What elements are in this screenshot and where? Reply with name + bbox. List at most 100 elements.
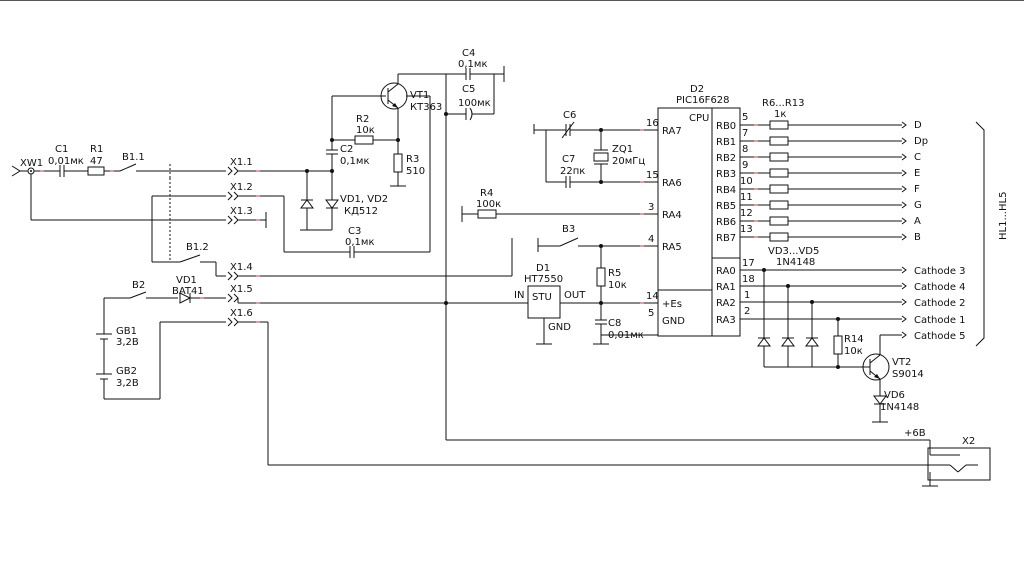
d2-pin-rb7: RB7	[716, 233, 736, 244]
d2-ref: D2	[690, 84, 704, 95]
resistor-r1: R1 47	[87, 144, 120, 176]
c3-value: 0,1мк	[345, 237, 375, 248]
x1-5-label: X1.5	[230, 284, 253, 295]
c3-ref: C3	[348, 226, 361, 237]
crystal-zq1: ZQ1 20мГц	[593, 128, 645, 184]
zq1-value: 20мГц	[612, 156, 645, 167]
r2-ref: R2	[356, 114, 369, 125]
vd6-ref: VD6	[884, 390, 905, 401]
d2-pin-ra0: RA0	[716, 266, 736, 277]
d2-value: PIC16F628	[676, 95, 730, 106]
d2-pin-rb5: RB5	[716, 201, 736, 212]
gb1-ref: GB1	[116, 326, 137, 337]
d2-pinnum-ra0: 17	[742, 258, 755, 269]
d1-ref: D1	[536, 263, 550, 274]
net-b: B	[914, 232, 921, 243]
r14-ref: R14	[844, 334, 864, 345]
d2-pin-gnd: GND	[662, 316, 685, 327]
c4-ref: C4	[462, 48, 475, 59]
d2-pin-rb3: RB3	[716, 169, 736, 180]
r6-13-ref: R6...R13	[762, 98, 805, 109]
d2-pinnum-15: 15	[646, 170, 659, 181]
x2-ref: X2	[962, 436, 975, 447]
connector-x1-4: X1.4	[227, 262, 253, 281]
c1-value: 0,01мк	[48, 156, 84, 167]
d2-pinnum-16: 16	[646, 118, 659, 129]
d2-pin-ra3: RA3	[716, 315, 736, 326]
net-dp: Dp	[914, 136, 928, 147]
r2-value: 10к	[356, 125, 375, 136]
x1-3-label: X1.3	[230, 206, 253, 217]
c1-ref: C1	[55, 144, 68, 155]
b11-ref: B1.1	[122, 152, 145, 163]
vd1-ref: VD1, VD2	[340, 194, 388, 205]
resistor-r4: R4 100к	[461, 188, 658, 222]
d2-pin-ra7: RA7	[662, 126, 682, 137]
net-cathode-1: Cathode 1	[914, 315, 966, 326]
d2-pinnum-rb1: 7	[742, 128, 748, 139]
r1-value: 47	[90, 156, 103, 167]
vd3-value: 1N4148	[776, 257, 815, 268]
r14-value: 10к	[844, 346, 863, 357]
d1-gnd-label: GND	[548, 322, 571, 333]
vt2-value: S9014	[892, 369, 924, 380]
d2-pinnum-rb7: 13	[740, 224, 753, 235]
c2-value: 0,1мк	[340, 156, 370, 167]
input-connector-xw1: XW1	[11, 158, 43, 177]
hl-label: HL1...HL5	[998, 192, 1009, 240]
capacitor-c8: C8 0,01мк	[593, 303, 644, 345]
c5-value: 100мк	[458, 98, 491, 109]
resistor-r2: R2 10к	[354, 114, 398, 145]
b12-ref: B1.2	[186, 242, 209, 253]
vd6-value: 1N4148	[880, 402, 919, 413]
d2-pinnum-3: 3	[648, 202, 654, 213]
d1-value: HT7550	[524, 274, 563, 285]
switch-b1-1: B1.1	[119, 152, 171, 178]
vt2-ref: VT2	[892, 357, 911, 368]
mcu-right-pins: RB0 5 D RB1 7 Dp RB2 8 C RB3 9 E RB4 10	[716, 98, 966, 342]
capacitor-c4: C4 0,1мк	[446, 48, 505, 82]
r5-ref: R5	[608, 268, 621, 279]
regulator-d1: STU D1 HT7550 IN OUT GND	[514, 263, 586, 345]
d1-box-label: STU	[532, 292, 552, 303]
x1-1-label: X1.1	[230, 157, 253, 168]
d2-pin-ra2: RA2	[716, 298, 736, 309]
d1-out-label: OUT	[564, 290, 586, 301]
d2-pin-ra4: RA4	[662, 210, 682, 221]
c2-ref: C2	[340, 144, 353, 155]
net-cathode-2: Cathode 2	[914, 298, 966, 309]
switch-b3: B3	[537, 224, 658, 252]
d2-pin-rb6: RB6	[716, 217, 736, 228]
capacitor-c5: C5 100мк	[446, 74, 495, 121]
d2-pin-es: +Es	[662, 299, 682, 310]
c7-value: 22пк	[560, 166, 585, 177]
resistor-r3: R3 510	[390, 138, 425, 187]
net-cathode-5: Cathode 5	[914, 331, 966, 342]
resistor-r14: R14 10к	[833, 319, 864, 369]
resistor-r5: R5 10к	[596, 246, 627, 303]
connector-x1-3: X1.3	[227, 206, 253, 225]
top-border-line	[0, 0, 1024, 1]
x1-6-label: X1.6	[230, 308, 253, 319]
diodes-vd1-vd2: VD1, VD2 КД512	[300, 171, 388, 231]
power-jack-x2: +6В X2	[446, 428, 991, 487]
connector-x1-1: X1.1	[227, 157, 253, 176]
net-d: D	[914, 120, 922, 131]
c4-value: 0,1мк	[458, 59, 488, 70]
gb1-value: 3,2В	[116, 337, 139, 348]
d2-pin-ra6: RA6	[662, 178, 682, 189]
diode-vd1-bat41: VD1 BAT41	[172, 275, 226, 304]
b3-ref: B3	[562, 224, 575, 235]
net-cathode-3: Cathode 3	[914, 266, 966, 277]
capacitor-c6: C6	[533, 110, 658, 139]
vd-ref: VD1	[176, 275, 197, 286]
r4-ref: R4	[480, 188, 493, 199]
vd1-value: КД512	[344, 206, 378, 217]
r5-value: 10к	[608, 280, 627, 291]
vd3-ref: VD3...VD5	[768, 246, 819, 257]
d2-pinnum-ra2: 1	[744, 290, 750, 301]
capacitor-c1: C1 0,01мк	[34, 144, 88, 177]
d2-pinnum-rb4: 10	[740, 176, 753, 187]
d2-pin-ra1: RA1	[716, 282, 736, 293]
x1-2-label: X1.2	[230, 182, 253, 193]
